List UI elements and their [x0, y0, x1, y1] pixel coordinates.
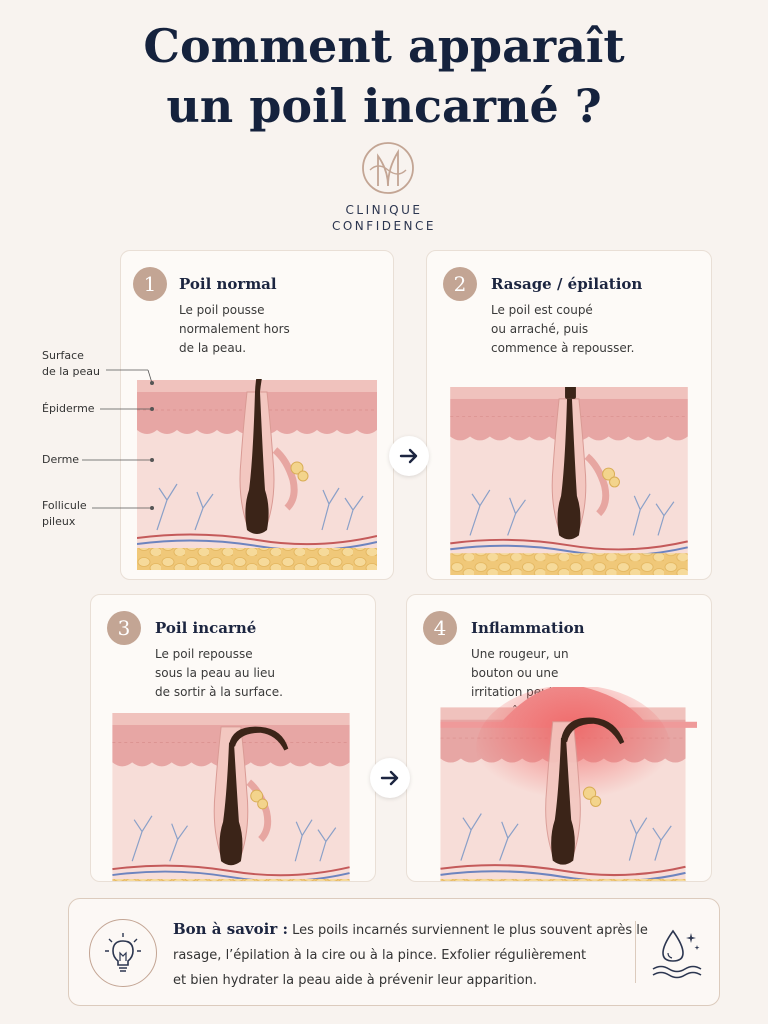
clinic-logo-icon: [362, 142, 414, 194]
page-title-line-1: Comment apparaît: [143, 19, 625, 73]
step-number-badge: 4: [423, 611, 457, 645]
step-title: Rasage / épilation: [491, 275, 643, 293]
tip-heading: Bon à savoir :: [173, 920, 288, 938]
lightbulb-icon: [89, 919, 157, 987]
tip-box: Bon à savoir : Les poils incarnés survie…: [68, 898, 720, 1006]
step-title: Poil normal: [179, 275, 277, 293]
skin-cross-section-inflamed: [439, 687, 697, 881]
arrow-right-icon: [389, 436, 429, 476]
page-title-line-2: un poil incarné ?: [166, 79, 602, 133]
arrow-right-icon: [370, 758, 410, 798]
layer-label-dermis: Derme: [42, 453, 80, 466]
skin-cross-section-shaved: [449, 387, 689, 575]
brand-name-line-1: CLINIQUE: [345, 203, 423, 217]
brand-name-line-2: CONFIDENCE: [331, 219, 436, 233]
skin-cross-section-normal: [137, 379, 377, 571]
layer-label-epidermis: Épiderme: [42, 402, 95, 415]
step-number-badge: 3: [107, 611, 141, 645]
step-title: Inflammation: [471, 619, 585, 637]
tip-divider: [635, 921, 636, 983]
step-title: Poil incarné: [155, 619, 257, 637]
tip-text: Bon à savoir : Les poils incarnés survie…: [173, 920, 648, 988]
skin-cross-section-ingrown: [111, 713, 351, 881]
water-drop-icon: [652, 929, 702, 979]
step-number-badge: 1: [133, 267, 167, 301]
step-number-badge: 2: [443, 267, 477, 301]
